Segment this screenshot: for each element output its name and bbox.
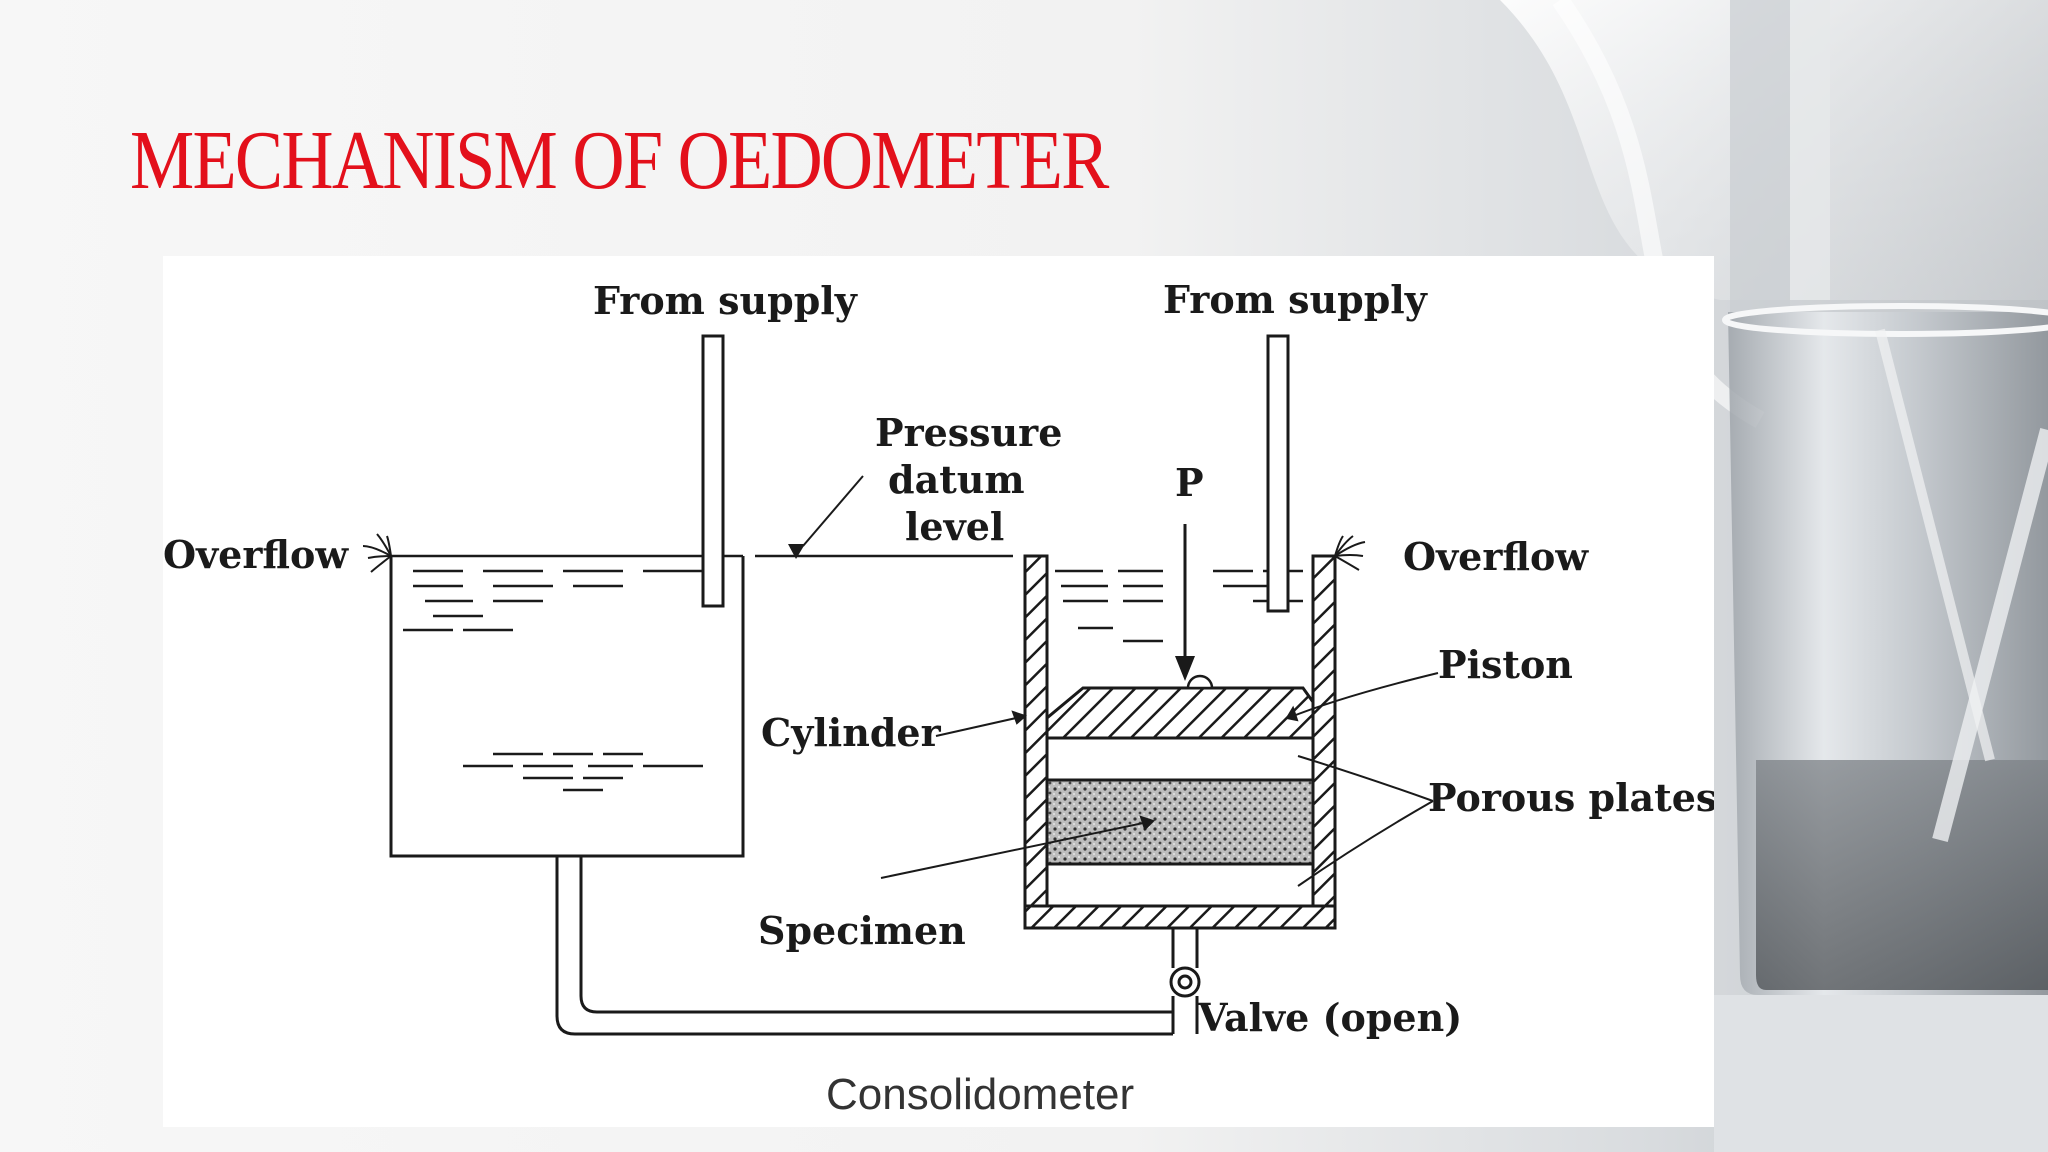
- label-porous-plates: Porous plates: [1428, 775, 1714, 820]
- label-piston: Piston: [1438, 642, 1573, 687]
- label-pressure: Pressure: [875, 410, 1062, 455]
- slide-title: MECHANISM OF OEDOMETER: [130, 114, 1109, 207]
- valve-icon: [1169, 966, 1201, 998]
- pressure-datum-line: [755, 475, 1013, 559]
- connecting-pipe: [555, 856, 1199, 1036]
- label-overflow-left: Overflow: [163, 532, 349, 577]
- consolidometer-cell: [1023, 334, 1366, 930]
- label-from-supply-left: From supply: [593, 278, 858, 323]
- label-specimen: Specimen: [758, 908, 966, 953]
- diagram-panel: From supply From supply Pressure datum l…: [163, 256, 1714, 1127]
- oedometer-diagram: From supply From supply Pressure datum l…: [163, 277, 1714, 1119]
- label-overflow-right: Overflow: [1403, 534, 1589, 579]
- diagram-caption: Consolidometer: [826, 1070, 1134, 1119]
- left-reservoir: [362, 334, 745, 858]
- label-from-supply-right: From supply: [1163, 277, 1428, 322]
- label-datum: datum: [888, 457, 1025, 502]
- label-valve: Valve (open): [1197, 995, 1462, 1040]
- label-cylinder: Cylinder: [761, 710, 942, 755]
- label-p: P: [1175, 460, 1204, 505]
- leader-lines: [880, 672, 1439, 887]
- label-level: level: [905, 504, 1004, 549]
